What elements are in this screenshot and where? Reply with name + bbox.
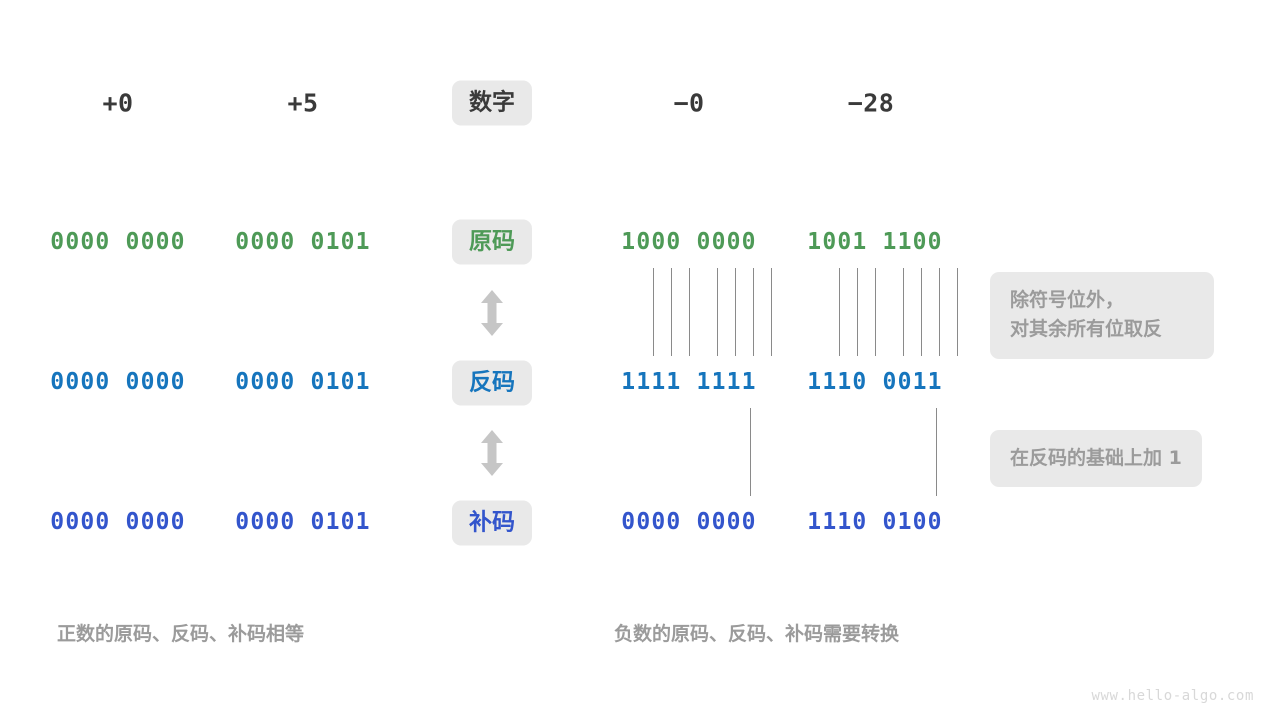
sign-to-ones-arrow <box>479 290 505 336</box>
note-invert-bits: 除符号位外， 对其余所有位取反 <box>990 272 1214 359</box>
header-number-minus-twentyeight: −28 <box>847 88 895 118</box>
row-label-sign-magnitude: 原码 <box>452 219 532 265</box>
connector-line <box>936 408 937 496</box>
connector-line <box>875 268 876 356</box>
twos-complement-minus-twentyeight: 1110 0100 <box>807 509 943 535</box>
ones-complement-minus-zero: 1111 1111 <box>621 369 757 395</box>
ones-complement-minus-twentyeight: 1110 0011 <box>807 369 943 395</box>
connector-line <box>735 268 736 356</box>
connector-line <box>771 268 772 356</box>
connector-line <box>653 268 654 356</box>
ones-complement-plus-five: 0000 0101 <box>235 369 371 395</box>
connector-line <box>689 268 690 356</box>
caption-negative: 负数的原码、反码、补码需要转换 <box>614 623 900 645</box>
watermark: www.hello-algo.com <box>1091 688 1254 704</box>
twos-complement-minus-zero: 0000 0000 <box>621 509 757 535</box>
connector-line <box>750 408 751 496</box>
twos-complement-plus-five: 0000 0101 <box>235 509 371 535</box>
sign-magnitude-minus-zero: 1000 0000 <box>621 229 757 255</box>
sign-magnitude-minus-twentyeight: 1001 1100 <box>807 229 943 255</box>
ones-complement-plus-zero: 0000 0000 <box>50 369 186 395</box>
header-number-minus-zero: −0 <box>673 88 705 118</box>
sign-magnitude-plus-zero: 0000 0000 <box>50 229 186 255</box>
connector-line <box>753 268 754 356</box>
connector-line <box>921 268 922 356</box>
header-number-plus-zero: +0 <box>102 88 134 118</box>
caption-positive: 正数的原码、反码、补码相等 <box>57 623 305 645</box>
connector-line <box>839 268 840 356</box>
connector-line <box>671 268 672 356</box>
row-label-number: 数字 <box>452 80 532 126</box>
connector-line <box>717 268 718 356</box>
ones-to-twos-arrow <box>479 430 505 476</box>
sign-magnitude-plus-five: 0000 0101 <box>235 229 371 255</box>
connector-line <box>957 268 958 356</box>
note-add-one: 在反码的基础上加 1 <box>990 430 1202 488</box>
header-number-plus-five: +5 <box>287 88 319 118</box>
connector-line <box>903 268 904 356</box>
twos-complement-plus-zero: 0000 0000 <box>50 509 186 535</box>
row-label-twos-complement: 补码 <box>452 500 532 546</box>
connector-line <box>939 268 940 356</box>
row-label-ones-complement: 反码 <box>452 360 532 406</box>
connector-line <box>857 268 858 356</box>
